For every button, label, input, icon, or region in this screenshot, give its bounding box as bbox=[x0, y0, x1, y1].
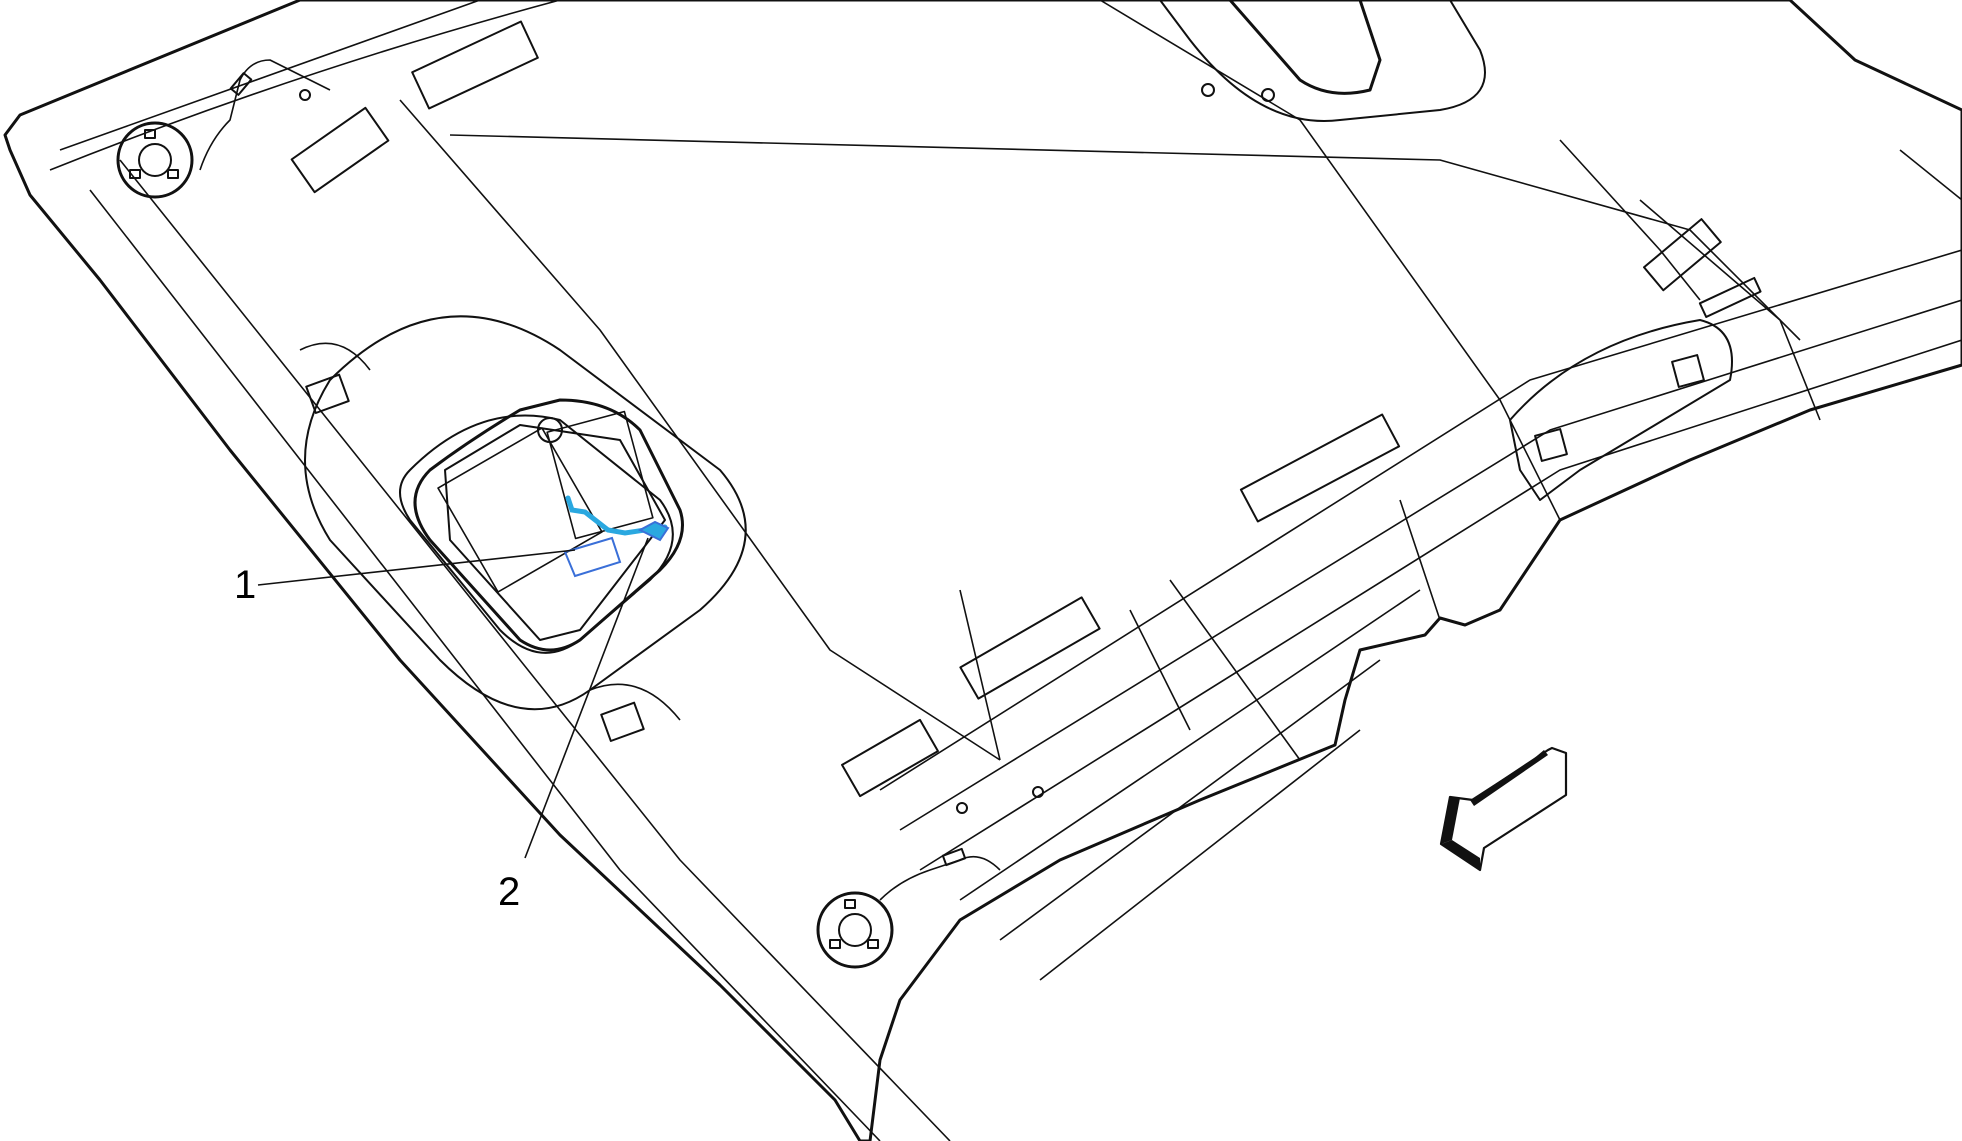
clip-retainer-right-1 bbox=[1534, 428, 1568, 462]
leader-line-2 bbox=[524, 537, 649, 859]
wire-harness bbox=[199, 59, 1001, 901]
visor-mount-right bbox=[816, 891, 894, 969]
clip-retainer-lower bbox=[589, 683, 681, 742]
rear-handle-recess bbox=[1509, 319, 1733, 501]
rear-dome-light bbox=[1159, 0, 1486, 122]
clip-retainer-upper bbox=[299, 342, 371, 414]
visor-mount-left bbox=[116, 121, 194, 199]
callout-leaders bbox=[257, 537, 649, 859]
locator-hole bbox=[299, 89, 311, 101]
headliner-pads bbox=[290, 20, 1762, 798]
center-dome-light-recess bbox=[304, 315, 747, 711]
locator-hole bbox=[1032, 786, 1044, 798]
highlighted-component bbox=[563, 495, 670, 578]
headliner-seams bbox=[49, 0, 1962, 1141]
headliner-panel bbox=[3, 0, 1962, 1141]
front-direction-arrow-icon bbox=[1439, 746, 1568, 872]
clip-retainer-right-2 bbox=[1671, 354, 1705, 388]
callout-label-2: 2 bbox=[498, 870, 520, 914]
leader-line-1 bbox=[257, 549, 576, 586]
locator-hole bbox=[956, 802, 968, 814]
callout-label-1: 1 bbox=[234, 563, 256, 607]
